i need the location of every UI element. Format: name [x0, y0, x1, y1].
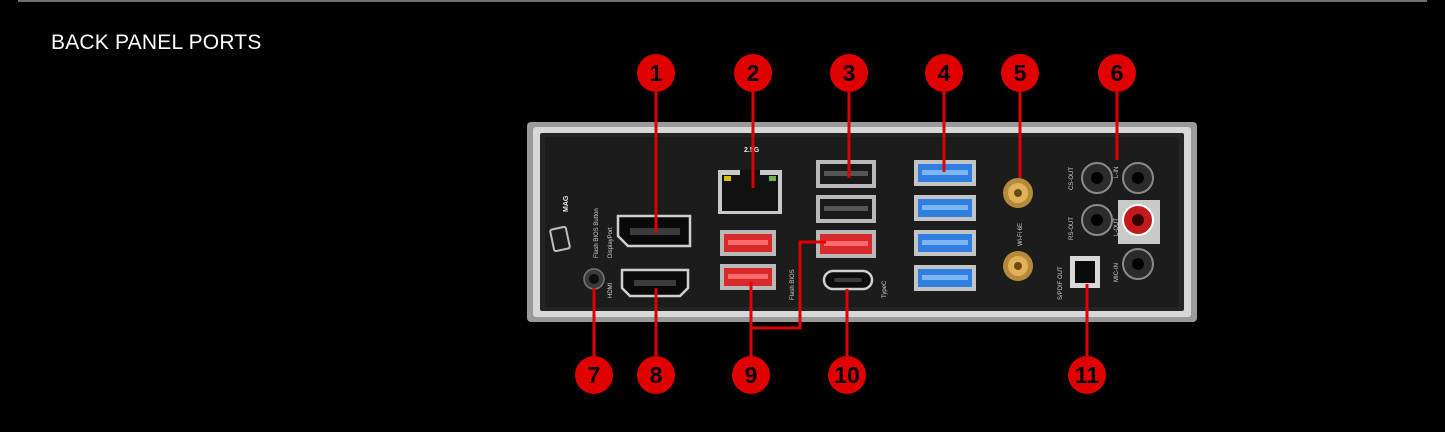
- svg-text:8: 8: [650, 362, 663, 388]
- svg-text:10: 10: [834, 362, 860, 388]
- svg-text:11: 11: [1075, 362, 1100, 388]
- spdif-out-port: S/PDIF OUT: [1058, 256, 1100, 300]
- usb-type-c-port: TypeC: [822, 269, 888, 298]
- wifi-antenna-connectors: Wi-Fi 6E: [1003, 178, 1033, 281]
- svg-text:1: 1: [650, 60, 663, 86]
- callout-9: 9: [732, 356, 770, 394]
- callout-5: 5: [1001, 54, 1039, 92]
- spdif-out-label: S/PDIF OUT: [1058, 266, 1064, 300]
- l-out-label: L-OUT: [1114, 218, 1120, 236]
- hdmi-label: HDMI: [608, 282, 614, 298]
- callout-6: 6: [1098, 54, 1136, 92]
- displayport-label: DisplayPort: [608, 227, 614, 258]
- page-title: BACK PANEL PORTS: [51, 31, 262, 54]
- callout-1: 1: [637, 54, 675, 92]
- flash-bios-label: Flash BIOS: [790, 269, 796, 300]
- brand-logo: MAG Flash BIOS Button DisplayPort HDMI: [549, 195, 614, 298]
- usb-black-ports: [816, 160, 876, 258]
- wifi-label: Wi-Fi 6E: [1018, 223, 1024, 246]
- callout-4: 4: [925, 54, 963, 92]
- flash-bios-button: [583, 268, 605, 290]
- displayport-port: [616, 214, 692, 248]
- hdmi-port: [620, 268, 690, 298]
- callout-8: 8: [637, 356, 675, 394]
- cs-out-label: CS-OUT: [1069, 167, 1075, 190]
- l-in-label: L-IN: [1114, 167, 1120, 178]
- callout-11: 11: [1068, 356, 1106, 394]
- brand-text: MAG: [563, 195, 570, 212]
- flash-bios-button-label: Flash BIOS Button: [594, 208, 600, 258]
- usb-blue-ports: [914, 160, 976, 291]
- svg-text:5: 5: [1014, 60, 1027, 86]
- svg-text:4: 4: [938, 60, 951, 86]
- callout-2: 2: [734, 54, 772, 92]
- svg-text:9: 9: [745, 362, 758, 388]
- svg-text:6: 6: [1111, 60, 1124, 86]
- svg-text:3: 3: [843, 60, 856, 86]
- svg-text:7: 7: [588, 362, 601, 388]
- usb-red-ports: Flash BIOS: [720, 230, 796, 300]
- rs-out-label: RS-OUT: [1069, 217, 1075, 240]
- svg-text:2: 2: [747, 60, 760, 86]
- callout-7: 7: [575, 356, 613, 394]
- callouts: 1 2 3 4 5 6 7 8: [575, 54, 1136, 394]
- audio-jacks: CS-OUT L-IN RS-OUT L-OUT MIC-IN: [1069, 162, 1160, 282]
- callout-10: 10: [828, 356, 866, 394]
- leader-lines: [592, 92, 1119, 356]
- top-divider: [18, 0, 1427, 2]
- mic-in-label: MIC-IN: [1114, 263, 1120, 282]
- callout-3: 3: [830, 54, 868, 92]
- typec-label: TypeC: [882, 280, 888, 298]
